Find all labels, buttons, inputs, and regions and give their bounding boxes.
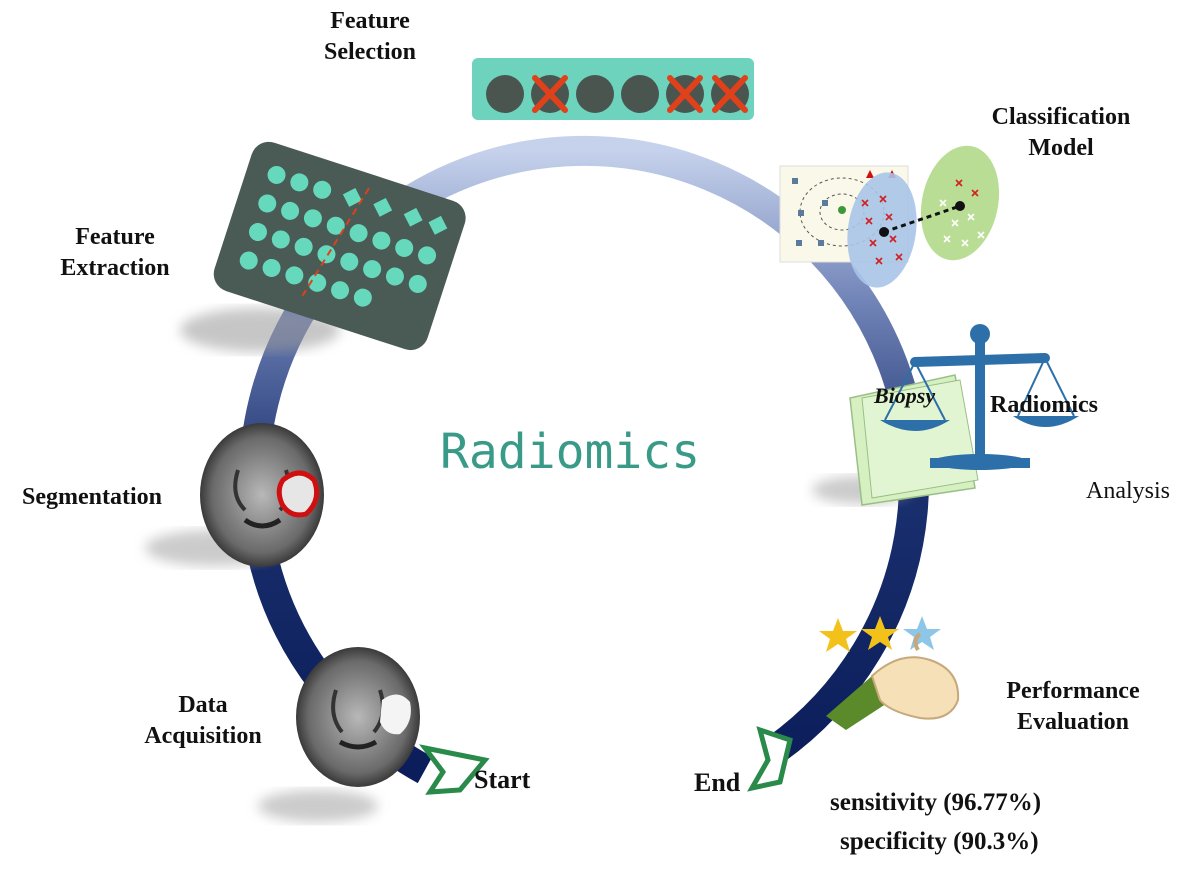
end-arrow-icon [747, 726, 793, 792]
label-data-acquisition: Data Acquisition [144, 692, 262, 750]
feature-selection-panel [472, 58, 754, 120]
label-end: End [694, 768, 741, 797]
performance-evaluation-graphic [819, 616, 960, 730]
tumor-outline-icon [276, 470, 320, 518]
removed-feature-x-icon [532, 75, 748, 113]
data-acquisition-brain-scan [258, 647, 420, 822]
label-feature-selection: Feature Selection [324, 8, 416, 66]
label-performance-evaluation: Performance Evaluation [1006, 678, 1140, 736]
star-icon [903, 616, 941, 650]
label-start: Start [474, 765, 531, 794]
star-icon [861, 616, 899, 650]
label-biopsy: Biopsy [874, 383, 936, 408]
label-specificity: specificity (90.3%) [840, 828, 1039, 855]
classification-model-graphic [779, 145, 1000, 288]
star-icon [819, 618, 857, 652]
analysis-graphic [812, 324, 1079, 506]
label-analysis: Analysis [1086, 478, 1170, 504]
label-feature-extraction: Feature Extraction [60, 224, 170, 282]
label-radiomics-scale: Radiomics [990, 392, 1098, 418]
label-segmentation: Segmentation [22, 484, 162, 510]
label-classification-model: Classification Model [991, 104, 1131, 162]
label-sensitivity: sensitivity (96.77%) [830, 789, 1042, 816]
diagram-title: Radiomics [440, 424, 700, 480]
feature-extraction-panel [180, 141, 466, 352]
start-arrow-icon [419, 744, 490, 795]
segmentation-brain-scan [145, 423, 324, 567]
